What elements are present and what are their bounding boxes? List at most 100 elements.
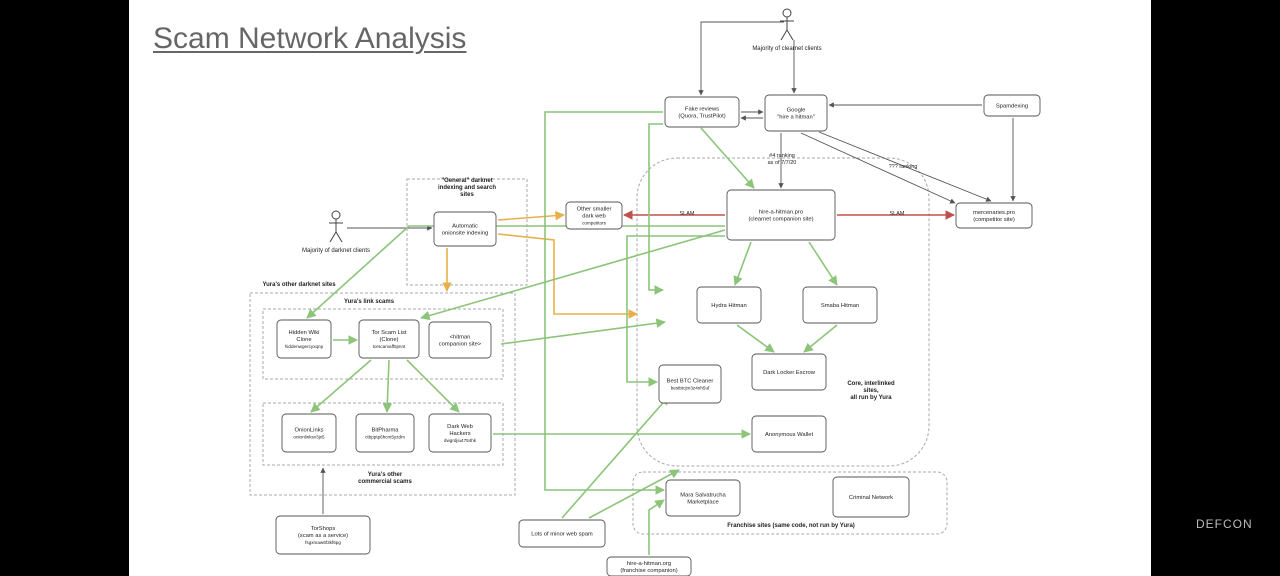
hidden-wiki-box [276,319,332,359]
edge-spam-to-franchise [588,469,680,519]
dark-locker-node: Dark Locker Escrow [751,353,827,391]
criminal-network-node: Criminal Network [832,476,910,518]
edge-fake-reviews-to-hire-pro [700,127,755,189]
slide-title: Scam Network Analysis [153,22,467,55]
darknet-actor-label: Majority of darknet clients [302,248,370,254]
best-btc-cleaner-box [658,364,722,404]
clearnet-actor-label: Majority of clearnet clients [752,46,821,52]
darknet-actor: Majority of darknet clients [302,210,370,254]
general-index-group [406,178,528,286]
lots-of-spam-label: Lots of minor web spam [531,532,593,538]
hydra-hitman-box [696,286,762,324]
clearnet-actor: Majority of clearnet clients [752,8,822,52]
smaba-hitman-node: Smaba Hitman [802,286,878,324]
tor-scam-list-label: Tor Scam List(Clone)torscamaff5jmnt [371,330,407,349]
core-group [636,157,930,467]
link-scams-group-label: Yura's link scams [344,299,395,305]
tor-scam-list-node: Tor Scam List(Clone)torscamaff5jmnt [358,319,420,359]
torshops-label: TorShops(scam as a service)fsgxmaw6f3kf6… [298,526,348,545]
edge-hire-pro-to-best-btc [626,235,725,387]
anonymous-wallet-box [751,415,827,453]
onionlinks-box [281,413,337,453]
spamdexing-label: Spamdexing [996,104,1028,110]
google-label: Google"hire a hitman" [777,108,815,121]
bitpharma-box [355,413,415,453]
google-box [764,94,828,132]
tor-scam-list-box [358,319,420,359]
edge-spam-to-best-btc [561,395,670,519]
edge-hire-pro-to-smaba [808,241,838,286]
smaba-hitman-label: Smaba Hitman [821,303,859,309]
edge-tor-scam-to-onionlinks [310,359,372,413]
smaba-hitman-box [802,286,878,324]
torshops-node: TorShops(scam as a service)fsgxmaw6f3kf6… [275,515,371,555]
edge-google-to-hire-pro-2 [800,132,956,204]
hire-hitman-org-node: hire-a-hitman.org(franchise companion) [606,556,692,576]
spamdexing-node: Spamdexing [983,94,1041,117]
yuras-other-darknet-group [249,292,516,496]
google-node: Google"hire a hitman" [764,94,828,132]
hire-hitman-org-label: hire-a-hitman.org(franchise companion) [620,561,677,574]
anonymous-wallet-label: Anonymous Wallet [765,432,814,438]
hydra-hitman-node: Hydra Hitman [696,286,762,324]
edge-clearnet-to-fake-reviews [698,21,784,96]
edge-index-to-core [497,233,638,319]
fake-reviews-node: Fake reviews(Quora, TrustPilot) [664,96,740,128]
hitman-companion-box [428,321,492,359]
franchise-group [632,471,948,535]
yuras-other-darknet-group-label: Yura's other darknet sites [262,282,336,288]
edge-hire-pro-to-tor-scam [420,229,726,321]
slam-left-label: SLAM [680,211,695,217]
defcon-logo: DEFCON [1196,517,1253,531]
criminal-network-label: Criminal Network [849,495,893,501]
edge-hire-pro-to-hydra [733,241,752,286]
dark-locker-label: Dark Locker Escrow [763,370,816,376]
ranking-label-2: ??? ranking [889,164,918,170]
edge-hydra-to-dark-locker [736,324,775,353]
hire-hitman-pro-box [726,189,836,241]
edge-index-to-other-dark [497,210,565,221]
dark-locker-box [751,353,827,391]
lots-of-spam-node: Lots of minor web spam [518,519,606,548]
slam-right-label: SLAM [890,211,905,217]
clearnet-actor-figure-icon [780,8,794,41]
automatic-indexing-box [433,211,497,247]
edge-hire-org-to-mara [648,499,665,555]
edge-tor-scam-to-dark-web-hackers [406,359,460,413]
edge-hitman-companion-to-core [500,318,666,345]
dark-web-hackers-box [428,413,492,453]
mercenaries-pro-label: mercenaries.pro(competitor site) [973,210,1015,223]
darknet-actor-figure-icon [329,210,343,243]
hydra-hitman-label: Hydra Hitman [711,303,746,309]
spamdexing-box [983,94,1041,117]
mercenaries-pro-box [955,202,1033,229]
edge-smaba-to-dark-locker [803,324,838,353]
edge-google-to-mercenaries [818,131,992,202]
mara-salvatrucha-box [665,479,741,517]
lots-of-spam-box [518,519,606,548]
edge-fake-reviews-to-mara [544,111,665,495]
hire-hitman-pro-node: hire-a-hitman.pro(clearnet companion sit… [726,189,836,241]
